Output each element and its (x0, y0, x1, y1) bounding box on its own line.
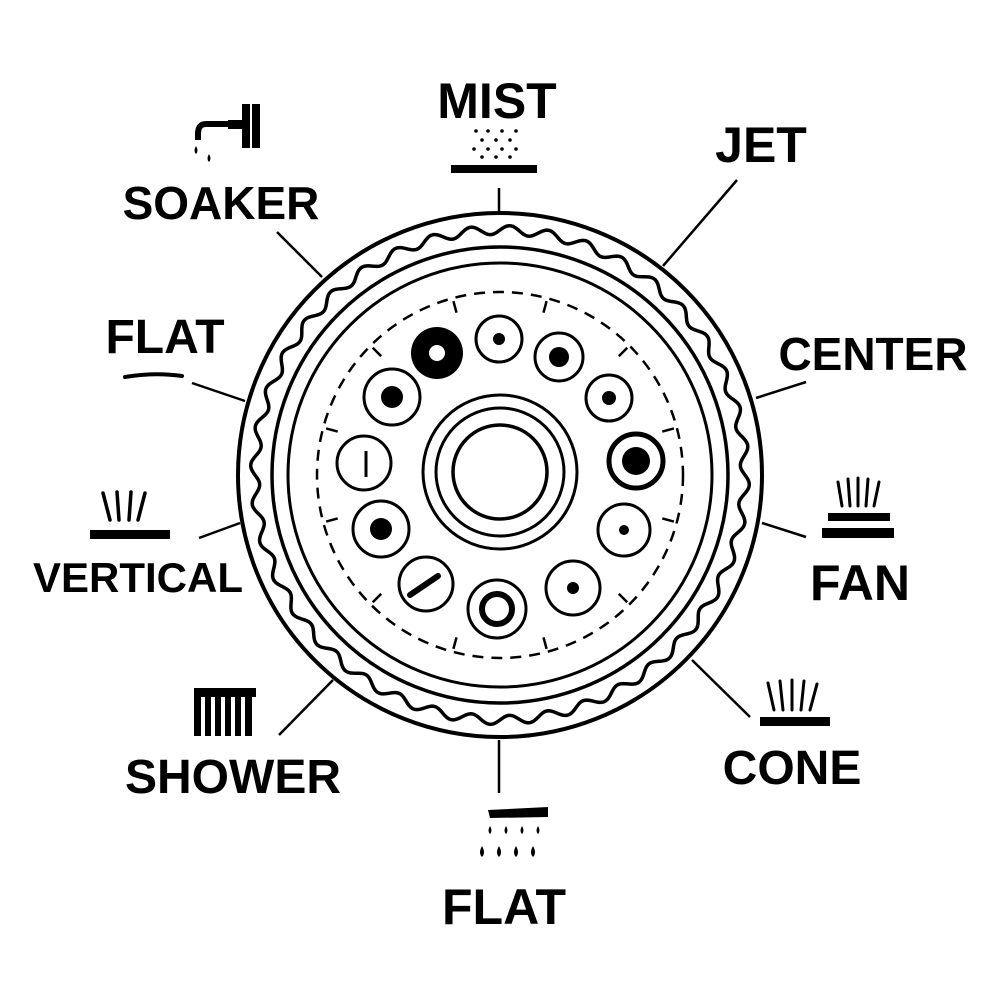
leader-lines (191, 179, 807, 793)
inner-rim (270, 245, 730, 705)
cone-spray-icon (760, 678, 830, 726)
dial-tick (542, 636, 548, 650)
label-center: CENTER (778, 328, 967, 380)
leader-cone (691, 659, 751, 718)
nozzle-hole-center (533, 331, 585, 383)
fan-spray-icon (822, 476, 894, 538)
hub-middle (434, 406, 566, 538)
leader-vertical (198, 521, 241, 540)
dial-ticks (325, 300, 675, 650)
dial-tick (371, 346, 383, 358)
leader-fan (761, 521, 807, 539)
label-flat-left: FLAT (105, 311, 224, 364)
grip-ring (248, 223, 752, 727)
dial-tick (617, 346, 629, 358)
label-fan: FAN (810, 555, 910, 611)
face-ring (286, 261, 714, 689)
soaker-faucet-icon (194, 104, 260, 162)
flat-line-icon (123, 372, 184, 379)
dashed-ring (315, 290, 685, 660)
leader-center (755, 380, 807, 400)
dial-tick (452, 636, 458, 650)
label-mist: MIST (437, 73, 556, 129)
label-cone: CONE (723, 742, 862, 795)
hub-outer (421, 393, 579, 551)
hub-inner (451, 423, 549, 521)
dial-tick (452, 300, 458, 314)
nozzle-hole-fan (584, 373, 634, 423)
label-soaker: SOAKER (123, 177, 320, 229)
leader-shower (278, 679, 334, 736)
dial-tick (542, 300, 548, 314)
nozzle-hole-slit (335, 434, 393, 492)
dial-tick (661, 427, 675, 433)
nozzle-hole-cone (606, 431, 666, 491)
nozzle-hole-shower (544, 559, 602, 617)
nozzle-hole-soaker (351, 499, 411, 559)
flat-shower-drops-icon (480, 807, 548, 857)
nozzle-hole-jet (474, 314, 524, 364)
dial-tick (661, 517, 675, 523)
nozzle-hole-upper-left (362, 367, 422, 427)
mist-spray-icon (451, 129, 537, 173)
dial-tick (617, 592, 629, 604)
nozzle-hole-flat-left (397, 555, 455, 613)
dial-tick (371, 592, 383, 604)
label-vertical: VERTICAL (33, 554, 243, 601)
dial-tick (325, 427, 339, 433)
shower-comb-icon (194, 688, 256, 736)
nozzle-hole-flat-bottom (596, 502, 652, 558)
label-flat-bottom: FLAT (442, 879, 566, 935)
leader-jet (662, 179, 738, 267)
mode-labels: MIST JET CENTER FAN CONE FLAT SHOWER VER… (33, 73, 968, 935)
dial-tick (325, 517, 339, 523)
nozzle-holes (335, 314, 666, 640)
label-jet: JET (715, 117, 807, 173)
nozzle-head (236, 211, 764, 739)
nozzle-hole-mist (411, 327, 463, 379)
label-shower: SHOWER (125, 751, 341, 804)
vertical-spray-icon (90, 490, 170, 539)
leader-soaker (276, 231, 323, 278)
nozzle-hole-vertical (466, 578, 528, 640)
leader-flat-left (191, 381, 246, 403)
